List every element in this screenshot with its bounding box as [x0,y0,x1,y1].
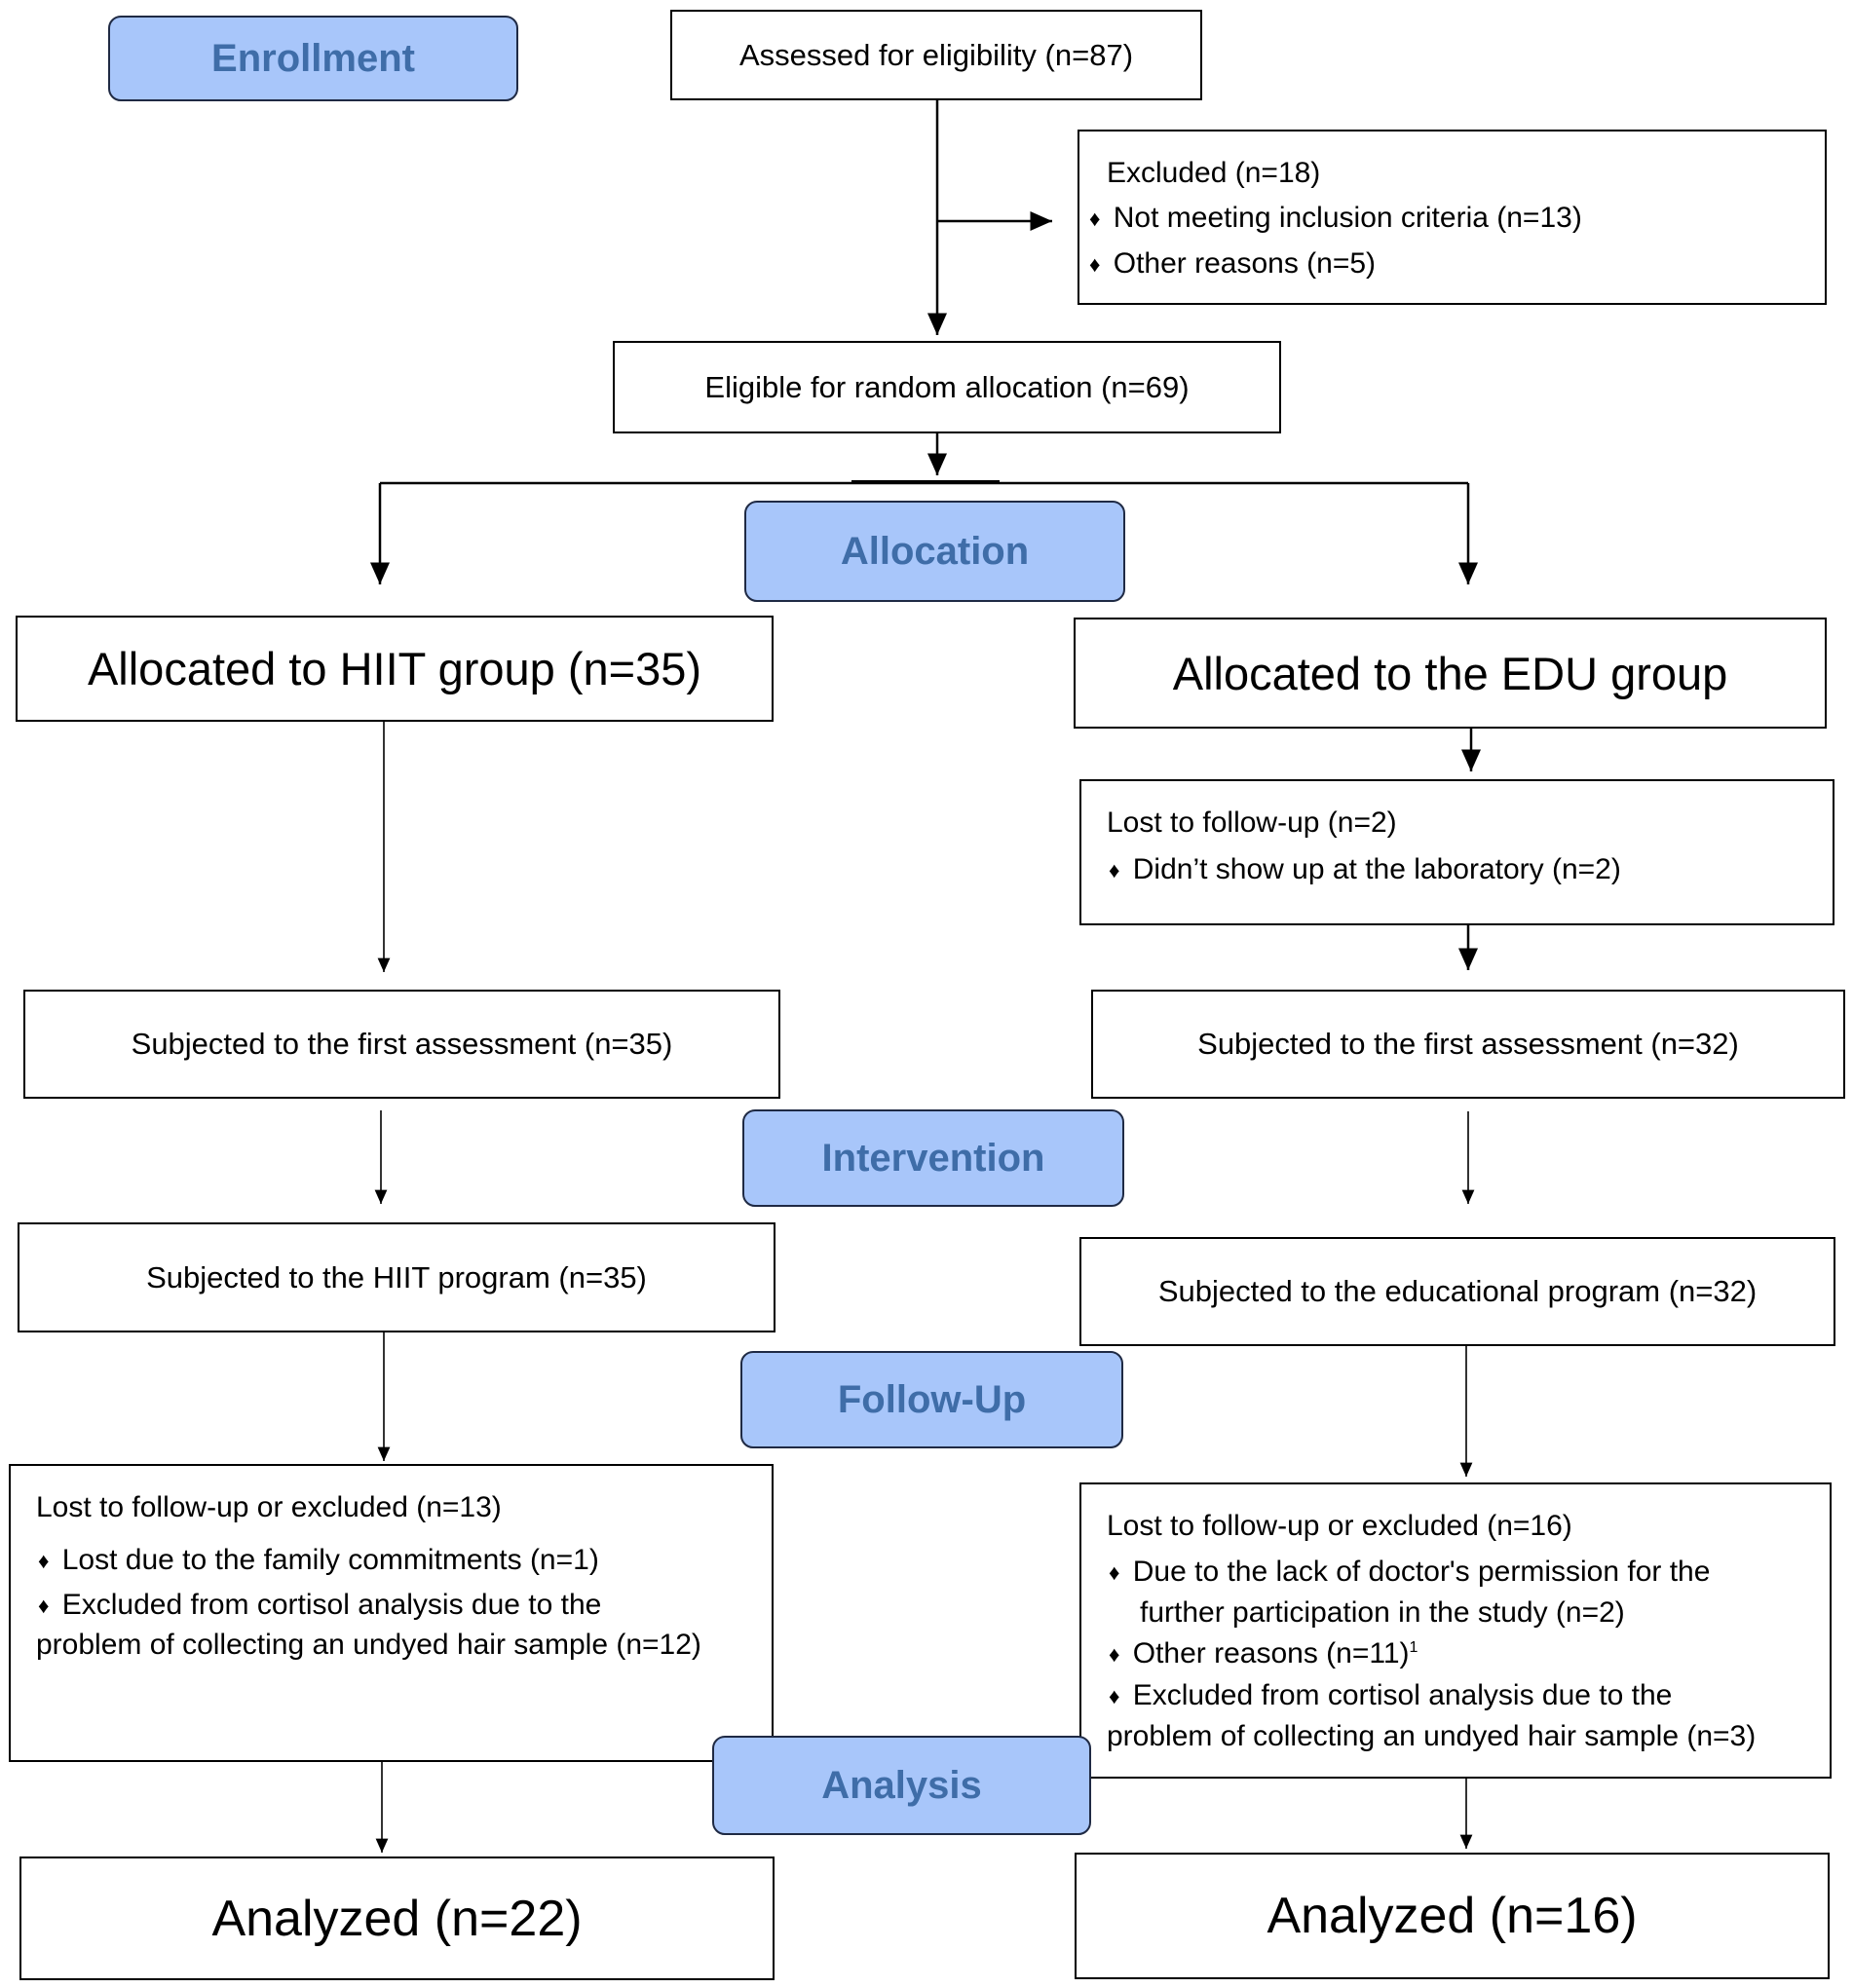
bullet-icon: ♦ [1109,1560,1120,1586]
edu-first-assessment-box: Subjected to the first assessment (n=32) [1091,990,1845,1099]
edu-first-assessment-text: Subjected to the first assessment (n=32) [1197,1027,1739,1061]
stage-label-follow-up: Follow-Up [740,1351,1123,1448]
excluded-item: ♦ Not meeting inclusion criteria (n=13) [1089,202,1582,235]
hiit-first-assessment-box: Subjected to the first assessment (n=35) [23,990,780,1099]
hiit-program-box: Subjected to the HIIT program (n=35) [18,1222,775,1332]
edu-lost-pre-title: Lost to follow-up (n=2) [1107,806,1397,839]
edu-lost-title: Lost to follow-up or excluded (n=16) [1107,1510,1572,1542]
stage-label-allocation-text: Allocation [840,529,1030,573]
bullet-icon: ♦ [1109,858,1120,883]
hiit-analyzed-box: Analyzed (n=22) [19,1857,775,1980]
bullet-icon: ♦ [1089,206,1101,232]
assessed-box: Assessed for eligibility (n=87) [670,10,1202,100]
excluded-box: Excluded (n=18) ♦ Not meeting inclusion c… [1078,130,1827,305]
eligible-box: Eligible for random allocation (n=69) [613,341,1281,433]
edu-lost-item-continuation: problem of collecting an undyed hair sam… [1107,1720,1757,1752]
edu-lost-item-text: Other reasons (n=11) [1132,1637,1410,1669]
hiit-first-assessment-text: Subjected to the first assessment (n=35) [131,1027,673,1061]
bullet-icon: ♦ [38,1594,50,1619]
stage-label-intervention: Intervention [742,1109,1124,1207]
stage-label-analysis-text: Analysis [821,1763,982,1807]
stage-label-allocation: Allocation [744,501,1125,602]
stage-label-follow-up-text: Follow-Up [837,1377,1027,1421]
edu-lost-pre-box: Lost to follow-up (n=2) ♦ Didn’t show up … [1079,779,1834,925]
edu-program-text: Subjected to the educational program (n=… [1157,1274,1758,1308]
bullet-icon: ♦ [38,1549,50,1574]
edu-program-box: Subjected to the educational program (n=… [1079,1237,1835,1346]
edu-lost-item: ♦ Due to the lack of doctor's permission … [1109,1556,1710,1589]
eligible-text: Eligible for random allocation (n=69) [704,369,1190,404]
edu-lost-item-continuation: further participation in the study (n=2) [1140,1596,1625,1629]
excluded-item: ♦ Other reasons (n=5) [1089,247,1376,281]
excluded-title: Excluded (n=18) [1107,157,1321,189]
footnote-marker: 1 [1409,1639,1418,1656]
hiit-lost-item: ♦ Lost due to the family commitments (n=1… [38,1544,599,1577]
hiit-lost-item-text: Excluded from cortisol analysis due to t… [61,1589,602,1621]
edu-lost-item: ♦ Other reasons (n=11)1 [1109,1637,1418,1670]
edu-lost-item: ♦ Excluded from cortisol analysis due to … [1109,1679,1672,1712]
edu-analyzed-text: Analyzed (n=16) [1267,1888,1638,1944]
excluded-item-text: Other reasons (n=5) [1113,247,1377,280]
stage-label-analysis: Analysis [712,1736,1091,1835]
edu-lost-item-text: Excluded from cortisol analysis due to t… [1132,1679,1673,1711]
hiit-lost-item-continuation: problem of collecting an undyed hair sam… [36,1629,701,1661]
edu-lost-item-text: Due to the lack of doctor's permission f… [1132,1556,1711,1588]
edu-lost-box: Lost to follow-up or excluded (n=16) ♦ Du… [1079,1482,1832,1779]
bullet-icon: ♦ [1109,1684,1120,1709]
edu-lost-pre-item: ♦ Didn’t show up at the laboratory (n=2) [1109,853,1621,886]
excluded-item-text: Not meeting inclusion criteria (n=13) [1113,202,1582,234]
bullet-icon: ♦ [1109,1642,1120,1668]
stage-label-enrollment: Enrollment [108,16,518,101]
edu-allocated-box: Allocated to the EDU group [1074,618,1827,729]
stage-label-enrollment-text: Enrollment [211,36,415,80]
hiit-lost-item: ♦ Excluded from cortisol analysis due to … [38,1589,601,1622]
hiit-analyzed-text: Analyzed (n=22) [211,1890,583,1947]
edu-lost-pre-item-text: Didn’t show up at the laboratory (n=2) [1132,853,1621,885]
hiit-program-text: Subjected to the HIIT program (n=35) [146,1259,647,1294]
hiit-allocated-text: Allocated to HIIT group (n=35) [87,643,702,694]
hiit-lost-item-text: Lost due to the family commitments (n=1) [61,1544,599,1576]
hiit-lost-title: Lost to follow-up or excluded (n=13) [36,1491,502,1523]
stage-label-intervention-text: Intervention [821,1136,1045,1180]
hiit-allocated-box: Allocated to HIIT group (n=35) [16,616,774,722]
assessed-text: Assessed for eligibility (n=87) [738,37,1134,72]
bullet-icon: ♦ [1089,252,1101,278]
hiit-lost-box: Lost to follow-up or excluded (n=13) ♦ Lo… [9,1464,774,1762]
edu-analyzed-box: Analyzed (n=16) [1075,1853,1830,1979]
edu-allocated-text: Allocated to the EDU group [1172,647,1728,699]
